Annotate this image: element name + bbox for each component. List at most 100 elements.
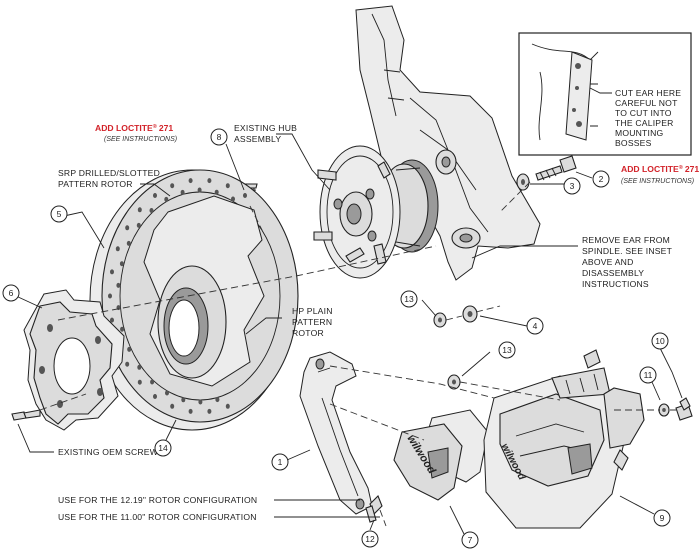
rotor-drill-hole [231,196,235,202]
rotor-drill-hole [165,390,169,396]
svg-text:3: 3 [570,181,575,191]
rotor-drill-hole [170,403,175,409]
svg-text:2: 2 [599,174,604,184]
inset-note-line2: CAREFUL NOT [615,98,678,108]
loctite-label-left: ADD LOCTITE®271 [95,123,173,133]
rotor-config-1219-label: USE FOR THE 12.19" ROTOR CONFIGURATION [58,495,257,505]
callout-12: 12 [361,530,379,548]
rotor-drill-hole [136,222,141,228]
rotor-drill-hole [153,193,157,198]
svg-text:7: 7 [468,535,473,545]
rotor-drill-hole [198,399,203,405]
rotor-drill-hole [225,183,230,189]
rotor-drill-hole [188,408,193,414]
rotor-drill-hole [150,379,155,385]
svg-text:5: 5 [57,209,62,219]
callout-10: 10 [651,332,669,350]
hub-assembly [313,145,439,279]
leader-lines [15,133,683,535]
svg-text:1: 1 [278,457,283,467]
washer-11 [658,403,670,417]
assembly-centerlines [39,181,678,527]
caliper: wilwood [483,349,645,529]
inset-note-line1: CUT EAR HERE [615,88,681,98]
svg-text:12: 12 [365,534,375,544]
rotor-drill-hole [116,282,121,288]
rotor-drill-hole [188,178,193,184]
rotor-config-1100-label: USE FOR THE 11.00" ROTOR CONFIGURATION [58,512,257,522]
remove-ear-line2: SPINDLE. SEE INSET [582,246,673,256]
svg-text:9: 9 [660,513,665,523]
callout-14: 14 [154,439,172,457]
rotor-drill-hole [125,225,130,231]
svg-text:11: 11 [644,370,653,380]
callout-bubbles: 8 5 6 2 3 13 4 13 10 11 14 1 12 7 9 [2,128,671,549]
callout-11: 11 [639,366,657,384]
shim-4 [462,305,478,323]
callout-9: 9 [653,509,671,527]
callout-13b: 13 [498,341,516,359]
srp-rotor-label-line2: PATTERN ROTOR [58,179,133,189]
bracket-bolt-12 [365,495,383,523]
rotor-drill-hole [197,187,202,193]
callout-6: 6 [2,284,20,302]
fitting-10 [675,397,693,421]
remove-ear-line5: INSTRUCTIONS [582,279,649,289]
oem-screw-label: EXISTING OEM SCREW [58,447,159,457]
svg-text:13: 13 [404,294,414,304]
remove-ear-line1: REMOVE EAR FROM [582,235,670,245]
rotor-drill-hole [110,317,114,323]
rotor-drill-hole [214,189,219,195]
inset-note-line4: THE CALIPER [615,118,674,128]
callout-2: 2 [592,170,610,188]
inset-note-line6: BOSSES [615,138,652,148]
remove-ear-line4: DISASSEMBLY [582,268,644,278]
rotor-drill-hole [126,240,131,246]
brake-pads: wilwood [393,409,489,501]
rotor-drill-hole [164,196,169,202]
svg-text:13: 13 [502,345,512,355]
annotation-labels: ADD LOCTITE®271 (SEE INSTRUCTIONS) ADD L… [58,123,699,522]
rotor-drill-hole [149,208,154,213]
rotor-drill-hole [153,394,157,399]
svg-text:10: 10 [655,336,665,346]
hub-label-line2: ASSEMBLY [234,134,281,144]
rotor-drill-hole [110,269,114,275]
callout-7: 7 [461,531,479,549]
rotor-drill-holes [108,178,247,414]
rotor-drill-hole [225,403,230,409]
rotor-drill-hole [170,183,175,189]
svg-text:14: 14 [158,443,168,453]
hub-label-line1: EXISTING HUB [234,123,297,133]
caliper-bracket-bolt [535,155,577,181]
rotor-drill-hole [180,189,185,195]
loctite-label-right: ADD LOCTITE®271 [621,164,699,174]
svg-text:4: 4 [533,321,538,331]
callout-13a: 13 [400,290,418,308]
rotor-drill-hole [119,261,124,267]
hp-rotor-label-line2: PATTERN [292,317,332,327]
remove-ear-line3: ABOVE AND [582,257,633,267]
hp-rotor-label-line1: HP PLAIN [292,306,333,316]
srp-rotor-label-line1: SRP DRILLED/SLOTTED [58,168,160,178]
svg-text:8: 8 [217,132,222,142]
callout-3: 3 [563,177,581,195]
loctite-sub-right: (SEE INSTRUCTIONS) [621,178,694,185]
inset-note-line5: MOUNTING [615,128,663,138]
rotor-drill-hole [181,397,186,403]
rotor-drill-hole [108,293,112,299]
rotor-drill-hole [215,397,220,403]
callout-1: 1 [271,453,289,471]
rotor-drill-hole [115,246,120,252]
callout-4: 4 [526,317,544,335]
rotor-drill-hole [125,361,130,367]
loctite-sub-left: (SEE INSTRUCTIONS) [104,136,177,143]
rotor-drill-hole [207,178,212,184]
rotor-drill-hole [120,326,125,332]
callout-5: 5 [50,205,68,223]
svg-text:6: 6 [9,288,14,298]
hp-rotor-label-line3: ROTOR [292,328,324,338]
rotor-hat-6 [23,289,125,431]
rotor-drill-hole [243,193,247,198]
